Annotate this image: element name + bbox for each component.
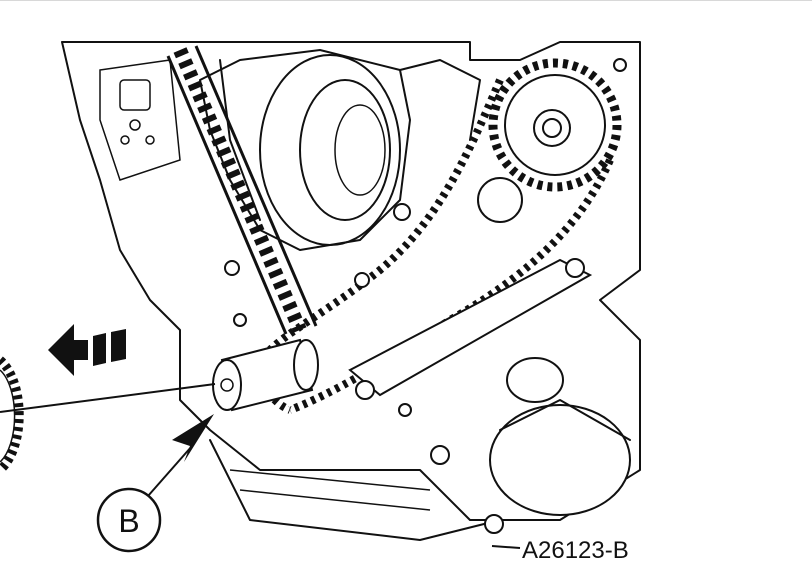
top-border — [0, 0, 812, 1]
bolts — [224, 58, 627, 465]
callout-b-label: B — [118, 503, 139, 539]
chain-tensioner — [212, 338, 319, 412]
timing-chain-right — [258, 78, 614, 414]
leader-line — [0, 383, 216, 413]
crankshaft-sprocket-partial — [0, 356, 24, 474]
chain-guide — [348, 258, 593, 400]
figure-id: A26123-B — [491, 537, 629, 564]
callout-b-pointer — [147, 414, 214, 497]
oil-filter — [489, 357, 631, 516]
arrow-left-icon — [48, 324, 126, 376]
oil-pan — [209, 439, 504, 541]
camshaft-sprocket — [488, 58, 622, 192]
engine-front-cover — [61, 41, 641, 521]
figure-id-label: A26123-B — [522, 537, 629, 564]
bore-opening — [259, 54, 401, 246]
callout-b: B — [96, 487, 162, 553]
timing-chain-left — [166, 45, 318, 335]
